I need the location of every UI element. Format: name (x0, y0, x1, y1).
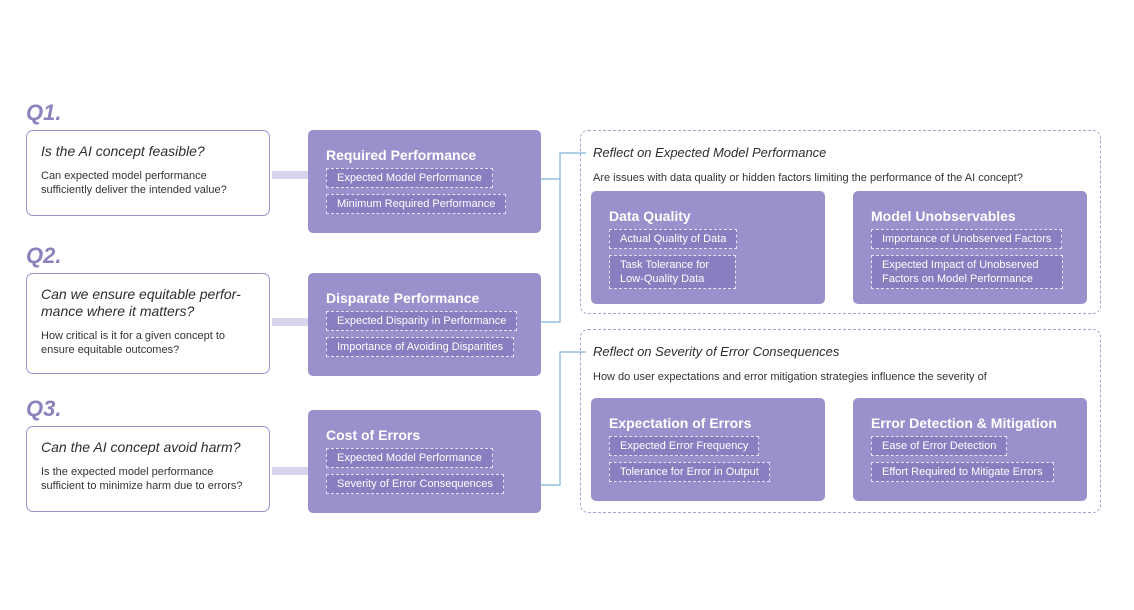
model-unobservables-title: Model Unobservables (871, 208, 1016, 224)
data-quality-box: Data Quality Actual Quality of Data Task… (591, 191, 825, 304)
q2-box: Can we ensure equitable perfor-mance whe… (26, 273, 270, 374)
tag-importance-unobserved: Importance of Unobserved Factors (871, 229, 1063, 249)
q3-connector-bar (272, 467, 308, 475)
data-quality-title: Data Quality (609, 208, 691, 224)
q3-description: Is the expected model performance suffic… (41, 466, 243, 492)
q2-question: Can we ensure equitable perfor-mance whe… (41, 286, 241, 319)
model-unobservables-box: Model Unobservables Importance of Unobse… (853, 191, 1087, 304)
q2-description: How critical is it for a given concept t… (41, 330, 226, 356)
q1-box: Is the AI concept feasible? Can expected… (26, 130, 270, 216)
error-detection-box: Error Detection & Mitigation Ease of Err… (853, 398, 1087, 501)
tag-expected-disparity: Expected Disparity in Performance (326, 311, 518, 331)
q2-connector-bar (272, 318, 308, 326)
tag-expected-error-frequency: Expected Error Frequency (609, 436, 760, 456)
q1-description: Can expected model performance sufficien… (41, 170, 227, 196)
tag-actual-quality-data: Actual Quality of Data (609, 229, 738, 249)
tag-task-tolerance: Task Tolerance for Low-Quality Data (609, 255, 736, 289)
tag-importance-avoiding-disparities: Importance of Avoiding Disparities (326, 337, 515, 357)
q1-connector-bar (272, 171, 308, 179)
tag-expected-model-performance: Expected Model Performance (326, 168, 493, 188)
required-performance-title: Required Performance (326, 147, 477, 163)
tag-effort-mitigate-errors: Effort Required to Mitigate Errors (871, 462, 1054, 482)
reflect-2-title: Reflect on Severity of Error Consequence… (593, 344, 840, 359)
tag-minimum-required-performance: Minimum Required Performance (326, 194, 507, 214)
expectation-of-errors-box: Expectation of Errors Expected Error Fre… (591, 398, 825, 501)
tag-tolerance-error-output: Tolerance for Error in Output (609, 462, 770, 482)
q1-question: Is the AI concept feasible? (41, 143, 205, 159)
q3-box: Can the AI concept avoid harm? Is the ex… (26, 426, 270, 512)
tag-impact-unobserved: Expected Impact of Unobserved Factors on… (871, 255, 1063, 289)
disparate-performance-title: Disparate Performance (326, 290, 480, 306)
q2-label: Q2. (26, 243, 62, 268)
cost-of-errors-box: Cost of Errors Expected Model Performanc… (308, 410, 541, 513)
required-performance-box: Required Performance Expected Model Perf… (308, 130, 541, 233)
error-detection-title: Error Detection & Mitigation (871, 415, 1057, 431)
reflect-expected-performance: Reflect on Expected Model Performance Ar… (580, 130, 1101, 314)
q1-label: Q1. (26, 100, 62, 125)
reflect-error-consequences: Reflect on Severity of Error Consequence… (580, 329, 1101, 513)
tag-severity-error-consequences: Severity of Error Consequences (326, 474, 504, 494)
expectation-of-errors-title: Expectation of Errors (609, 415, 752, 431)
cost-of-errors-title: Cost of Errors (326, 427, 421, 443)
q3-label: Q3. (26, 396, 62, 421)
reflect-1-subtitle: Are issues with data quality or hidden f… (593, 172, 1023, 184)
q3-question: Can the AI concept avoid harm? (41, 439, 241, 455)
reflect-1-title: Reflect on Expected Model Performance (593, 145, 827, 160)
reflect-2-subtitle: How do user expectations and error mitig… (593, 371, 987, 383)
disparate-performance-box: Disparate Performance Expected Disparity… (308, 273, 541, 376)
tag-ease-error-detection: Ease of Error Detection (871, 436, 1008, 456)
tag-expected-model-performance-2: Expected Model Performance (326, 448, 493, 468)
